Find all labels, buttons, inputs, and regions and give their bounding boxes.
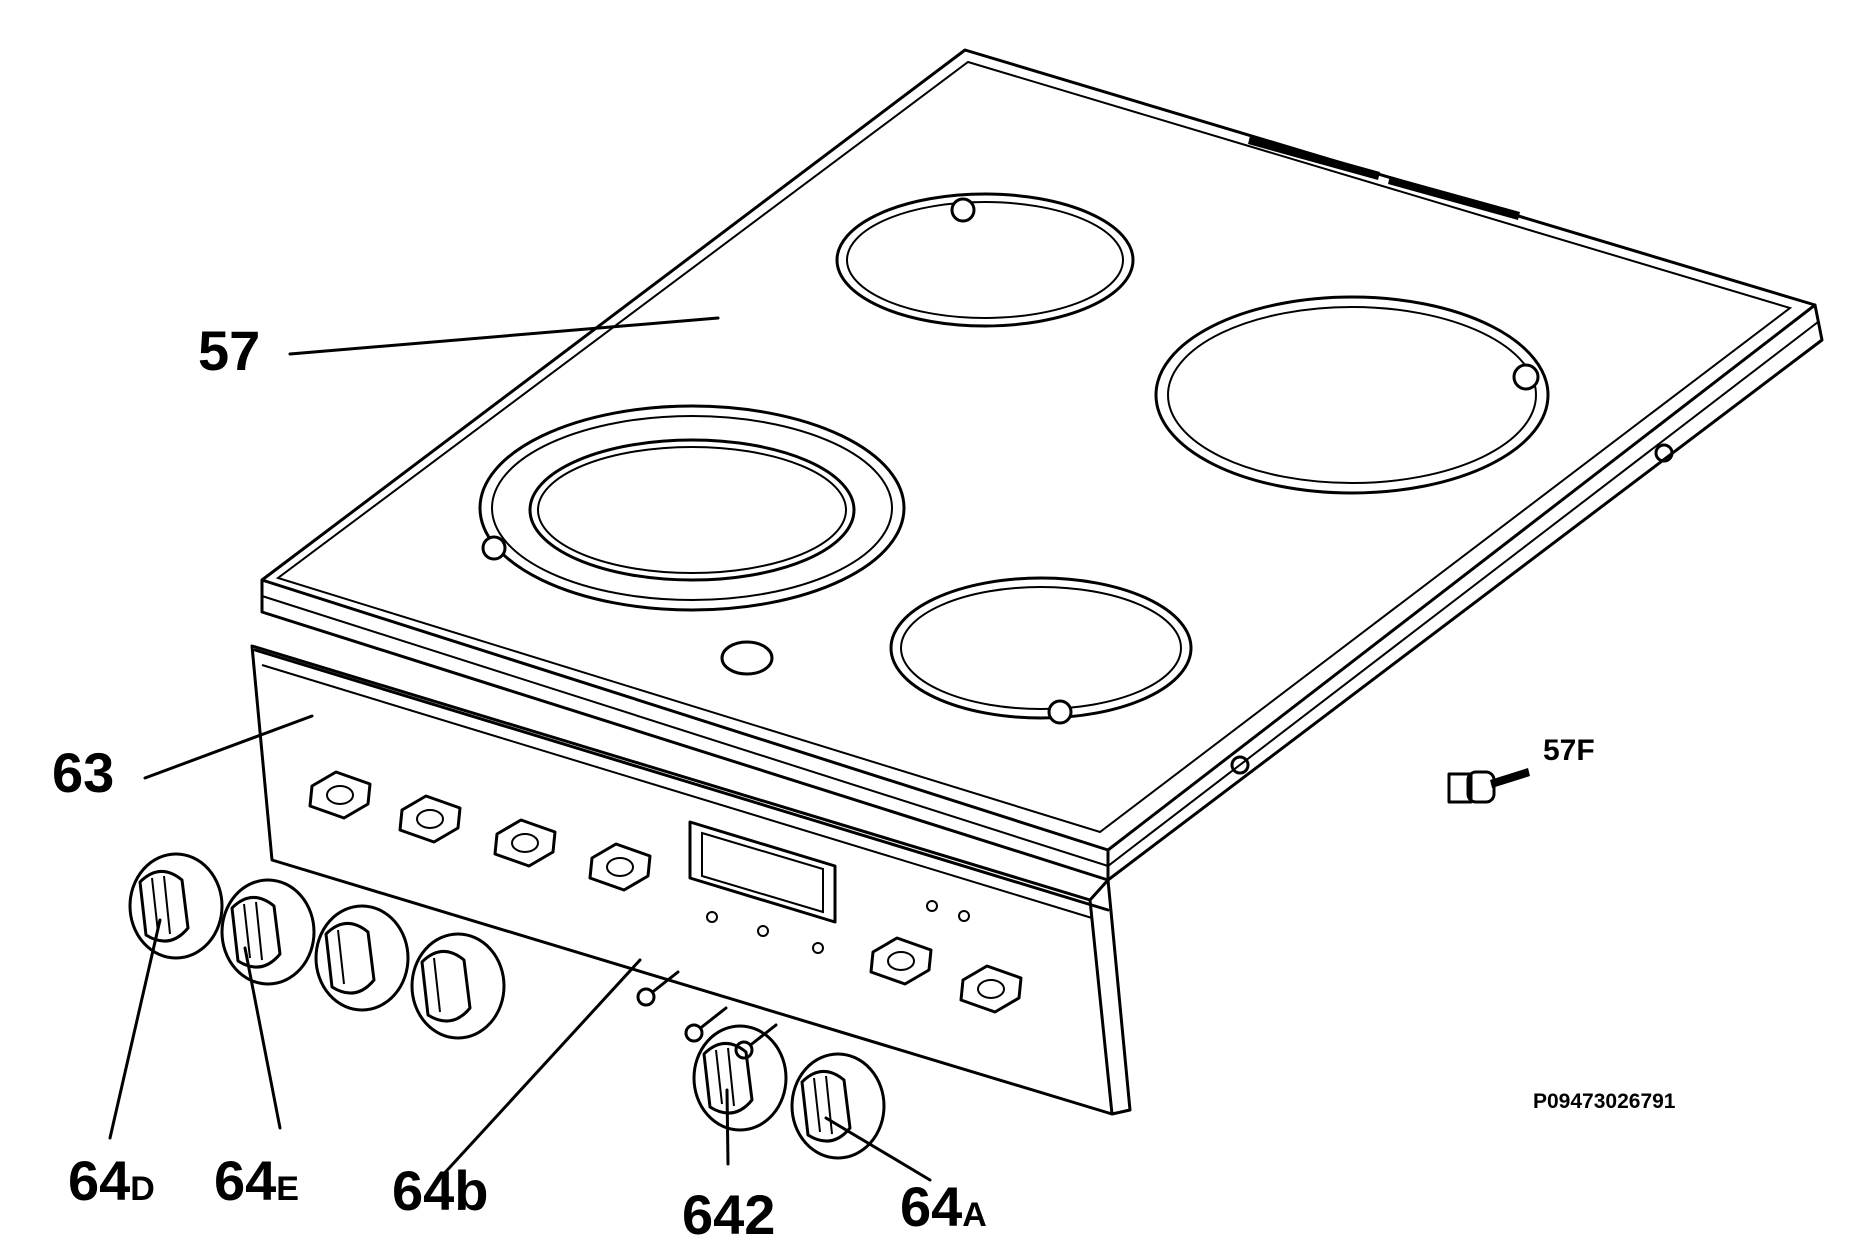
control-button-5[interactable] <box>869 936 933 986</box>
label-57: 57 <box>198 319 260 382</box>
cooking-zone-front-right <box>889 576 1193 725</box>
hob-top <box>260 48 1824 882</box>
label-64b: 64b <box>392 1159 489 1222</box>
control-button-4[interactable] <box>588 842 652 892</box>
screws <box>636 970 778 1060</box>
knob-3[interactable] <box>314 904 410 1012</box>
fixing-clip-57f <box>1447 768 1530 804</box>
control-button-3[interactable] <box>493 818 557 868</box>
cooking-zone-front-left <box>478 404 906 612</box>
control-button-1[interactable] <box>308 770 372 820</box>
part-code: P09473026791 <box>1533 1090 1676 1113</box>
label-64a: 64A <box>900 1175 987 1238</box>
knob-642[interactable] <box>692 1024 788 1132</box>
knob-64d[interactable] <box>128 852 224 960</box>
knob-4[interactable] <box>410 932 506 1040</box>
cooking-zone-rear-left <box>835 192 1135 328</box>
leader-lines <box>108 316 932 1182</box>
control-panel <box>250 644 1132 1116</box>
knob-64e[interactable] <box>220 878 316 986</box>
label-57f: 57F <box>1543 734 1595 767</box>
indicator-lamp <box>720 640 774 676</box>
label-642: 642 <box>682 1183 775 1246</box>
panel-holes <box>706 900 970 954</box>
label-64e: 64E <box>214 1149 299 1212</box>
label-63: 63 <box>52 741 114 804</box>
control-button-2[interactable] <box>398 794 462 844</box>
label-64d: 64D <box>68 1149 155 1212</box>
cooking-zone-rear-right <box>1154 295 1550 495</box>
control-button-6[interactable] <box>959 964 1023 1014</box>
knob-64a[interactable] <box>790 1052 886 1160</box>
